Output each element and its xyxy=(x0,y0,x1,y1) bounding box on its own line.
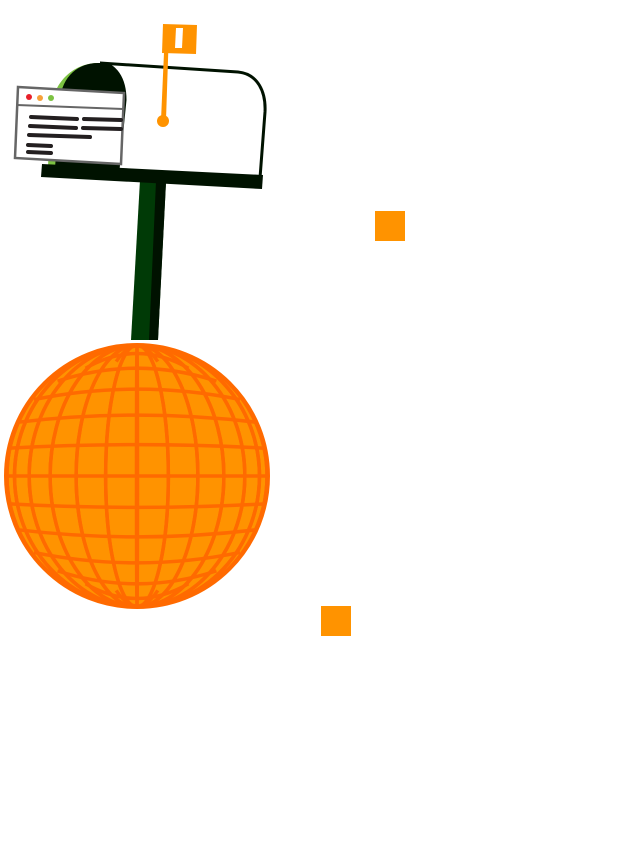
mailbox-post xyxy=(131,180,166,340)
mailbox-base xyxy=(41,164,263,189)
globe-parallel xyxy=(57,569,217,586)
globe-parallel xyxy=(7,442,267,451)
globe-parallel xyxy=(114,589,160,606)
globe-icon xyxy=(4,343,270,609)
globe-parallel xyxy=(84,351,190,370)
globe-parallel xyxy=(15,413,259,425)
flag-icon xyxy=(157,24,197,127)
globe-parallel xyxy=(7,501,267,510)
globe-parallel xyxy=(15,527,259,539)
orange-square-top xyxy=(375,211,405,241)
globe-parallel xyxy=(57,366,217,383)
globe-parallel xyxy=(33,550,241,565)
globe-parallel xyxy=(84,582,190,601)
browser-window-icon xyxy=(13,85,126,166)
globe-parallel xyxy=(114,346,160,363)
orange-square-bottom xyxy=(321,606,351,636)
globe-parallel xyxy=(33,387,241,402)
